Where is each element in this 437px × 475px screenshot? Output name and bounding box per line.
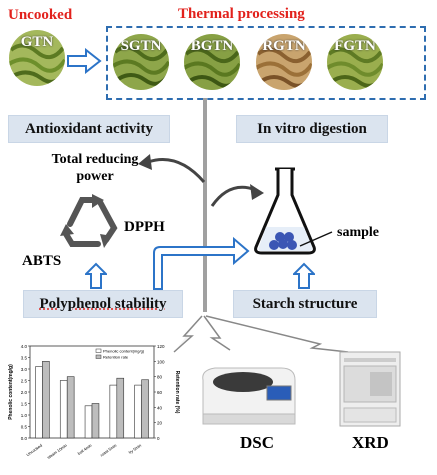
y2-tick-label: 100 [157,359,165,364]
bar-retention [116,377,125,439]
center-divider [203,98,207,312]
curved-arrow-to-trp [138,154,206,183]
chart-svg: 0.0 0.5 1.0 1.5 2.0 2.5 3.0 3.5 4.0 0 20 40 60 80 100 1… [8,344,180,460]
sample-label: BGTN [190,38,234,54]
bar-retention [66,376,75,439]
y-tick-label: 2.5 [21,379,28,384]
sample-pointer-line [299,231,333,247]
sample-photo-gtn: GTN [9,30,65,86]
sample-photo-bgtn: BGTN [184,34,240,90]
legend-label-phenolic: Phenolic content(mg/g) [103,349,145,354]
y2-tick-label: 20 [157,421,163,426]
up-arrow-right [293,262,315,289]
trp-line1: Total reducing [51,152,139,167]
thermal-processing-label: Thermal processing [178,6,305,22]
y2-axis-label: Retention rate (%) [174,371,180,414]
noodle-image [327,34,383,90]
xrd-label: XRD [352,433,389,452]
process-arrow [67,48,102,74]
y-tick-label: 3.5 [21,356,28,361]
bar-retention [141,379,149,439]
y-tick-label: 1.5 [21,402,28,407]
zigzag-connectors [173,315,349,353]
bar-retention [91,403,100,439]
bar-phenolic [134,384,142,439]
legend-swatch-retention [95,354,102,359]
sample-label: SGTN [120,38,162,54]
uncooked-label: Uncooked [8,7,73,23]
in-vitro-digestion-box: In vitro digestion [236,115,388,143]
noodle-image [184,34,240,90]
y-tick-label: 0.5 [21,425,28,430]
legend-swatch-phenolic [95,348,102,353]
bar-phenolic [109,384,118,439]
y-axis-label: Phenolic content(mg/g) [8,364,14,420]
x-tick-label: Uncooked [25,443,43,457]
phenolic-chart: 0.0 0.5 1.0 1.5 2.0 2.5 3.0 3.5 4.0 0 20 40 60 80 100 1… [4,338,184,470]
legend-label-retention: Retention rate [103,355,129,360]
sample-photo-sgtn: SGTN [113,34,169,90]
dsc-label: DSC [240,433,275,452]
x-tick-label: steam 10min [46,443,68,460]
noodle-image [9,30,65,86]
polyphenol-stability-box: Polyphenol stability [23,290,183,318]
polyphenol-stability-label: Polyphenol stability [39,295,167,312]
sample-label: GTN [20,34,54,50]
noodle-image [256,34,312,90]
flask-icon [254,167,316,255]
up-arrow-left [85,262,107,289]
trp-line2: power [76,169,114,184]
bar-phenolic [84,405,93,439]
sample-photo-fgtn: FGTN [327,34,383,90]
y-tick-label: 1.0 [21,413,28,418]
dpph-label: DPPH [124,219,165,235]
abts-label: ABTS [22,253,62,269]
x-tick-label: fry 5min [128,443,143,455]
antioxidant-activity-box: Antioxidant activity [8,115,170,143]
x-tick-label: roast 5min [99,443,117,458]
y2-tick-label: 80 [157,375,163,380]
x-tick-label: boil 4min [77,443,93,456]
bar-phenolic [35,366,43,439]
y2-tick-label: 120 [157,344,165,349]
bar-retention [42,361,50,439]
xrd-instrument-image [339,351,401,427]
sample-label: FGTN [334,38,376,54]
noodle-image [113,34,169,90]
y-tick-label: 4.0 [21,344,28,349]
y-tick-label: 3.0 [21,367,28,372]
starch-structure-box: Starch structure [233,290,377,318]
bar-phenolic [59,380,68,439]
total-reducing-power-label: Total reducing power [20,151,170,185]
thermal-frame [106,26,426,100]
sample-label-text: sample [337,225,379,240]
y-tick-label: 0.0 [21,436,28,441]
curved-arrow-to-flask [210,184,264,207]
dsc-instrument-image [202,367,296,425]
y2-tick-label: 60 [157,390,163,395]
cycle-arrows-icon [60,194,118,248]
y2-tick-label: 40 [157,405,163,410]
y2-tick-label: 0 [157,436,160,441]
sample-photo-rgtn: RGTN [256,34,312,90]
elbow-arrow [153,236,250,290]
y-tick-label: 2.0 [21,390,28,395]
sample-label: RGTN [262,38,306,54]
